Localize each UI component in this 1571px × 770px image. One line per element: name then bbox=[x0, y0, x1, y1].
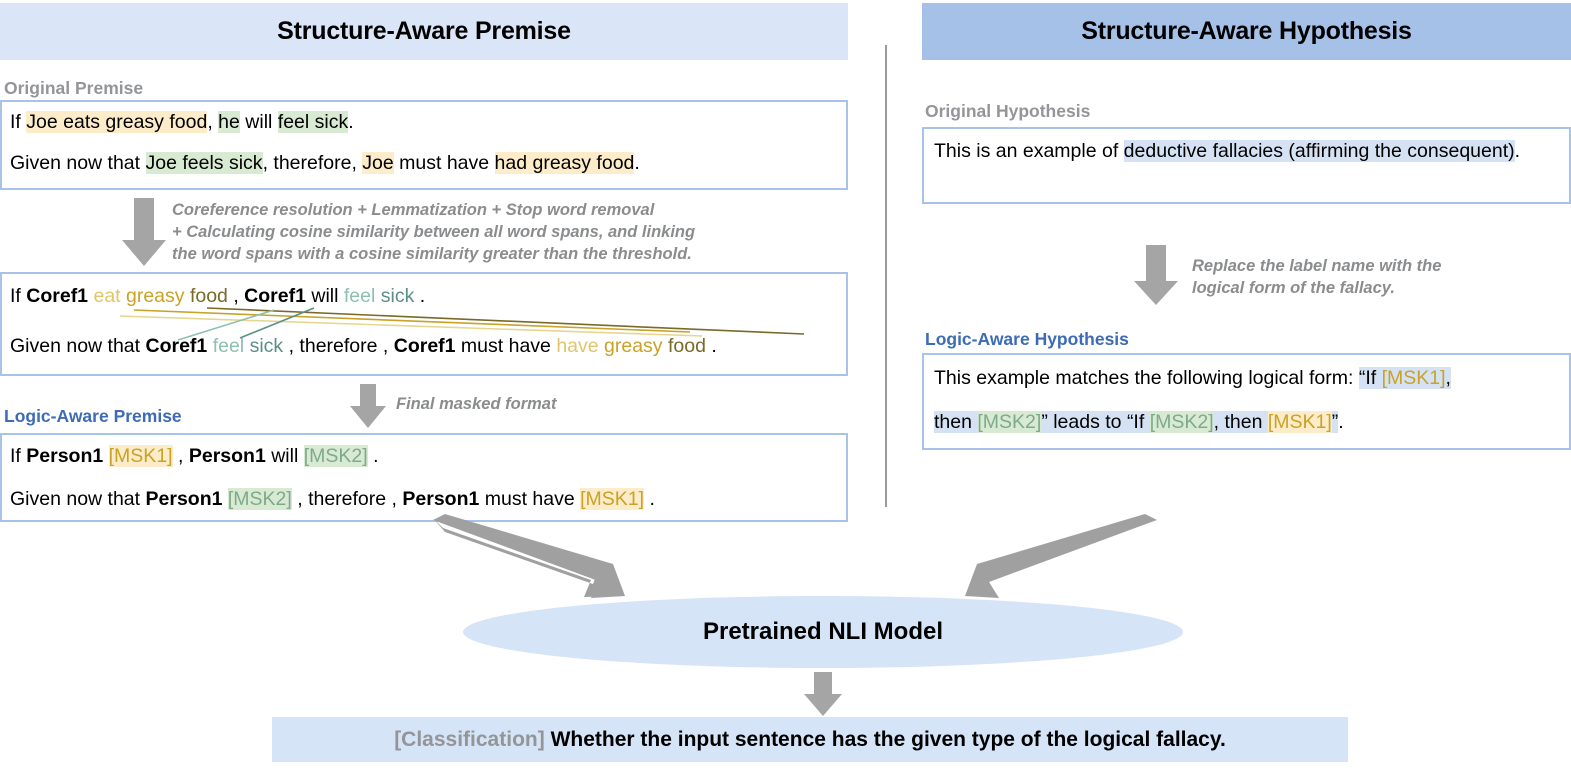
final-mask-note: Final masked format bbox=[396, 395, 557, 413]
classification-output-bar: [Classification] Whether the input sente… bbox=[272, 717, 1348, 762]
logic-aware-premise-line-2: Given now that Person1 [MSK2] , therefor… bbox=[10, 488, 655, 510]
logic-aware-hypothesis-label: Logic-Aware Hypothesis bbox=[925, 329, 1129, 349]
original-premise-box: If Joe eats greasy food, he will feel si… bbox=[0, 100, 848, 190]
classification-text: Whether the input sentence has the given… bbox=[550, 728, 1226, 751]
original-premise-line-2: Given now that Joe feels sick, therefore… bbox=[10, 152, 640, 174]
logic-aware-hypothesis-line-1: This example matches the following logic… bbox=[934, 367, 1451, 389]
original-premise-line-1: If Joe eats greasy food, he will feel si… bbox=[10, 111, 354, 133]
logic-aware-premise-label: Logic-Aware Premise bbox=[4, 406, 182, 426]
coref-premise-line-1: If Coref1 eat greasy food , Coref1 will … bbox=[10, 285, 426, 307]
logic-aware-hypothesis-line-2: then [MSK2]” leads to “If [MSK2], then [… bbox=[934, 411, 1344, 433]
premise-column-header: Structure-Aware Premise bbox=[0, 3, 848, 60]
classification-tag: [Classification] bbox=[394, 728, 545, 751]
arrow-coref-down bbox=[122, 198, 166, 266]
original-premise-label: Original Premise bbox=[4, 78, 144, 98]
arrow-replace-label-down bbox=[1134, 245, 1178, 305]
replace-label-note: Replace the label name with the logical … bbox=[1192, 257, 1442, 297]
word-span-link-lines bbox=[119, 307, 805, 341]
arrow-hypothesis-to-model bbox=[965, 514, 1157, 598]
arrow-model-to-output bbox=[804, 672, 842, 716]
original-hypothesis-label: Original Hypothesis bbox=[925, 101, 1091, 121]
coref-premise-box: If Coref1 eat greasy food , Coref1 will … bbox=[0, 272, 848, 376]
logic-aware-hypothesis-box: This example matches the following logic… bbox=[922, 353, 1571, 450]
logic-aware-premise-box: If Person1 [MSK1] , Person1 will [MSK2] … bbox=[0, 433, 848, 522]
logic-aware-premise-line-1: If Person1 [MSK1] , Person1 will [MSK2] … bbox=[10, 445, 379, 467]
coref-process-note: Coreference resolution + Lemmatization +… bbox=[172, 201, 696, 263]
arrow-mask-down bbox=[350, 384, 386, 428]
coref-premise-line-2: Given now that Coref1 feel sick , theref… bbox=[10, 335, 717, 357]
original-hypothesis-text: This is an example of deductive fallacie… bbox=[934, 140, 1521, 162]
pretrained-nli-model-ellipse bbox=[463, 596, 1183, 668]
original-hypothesis-box: This is an example of deductive fallacie… bbox=[922, 127, 1571, 204]
column-divider bbox=[885, 45, 887, 507]
hypothesis-column-header: Structure-Aware Hypothesis bbox=[922, 3, 1571, 60]
pretrained-nli-model-label: Pretrained NLI Model bbox=[702, 618, 944, 645]
arrow-premise-to-model bbox=[433, 514, 625, 598]
